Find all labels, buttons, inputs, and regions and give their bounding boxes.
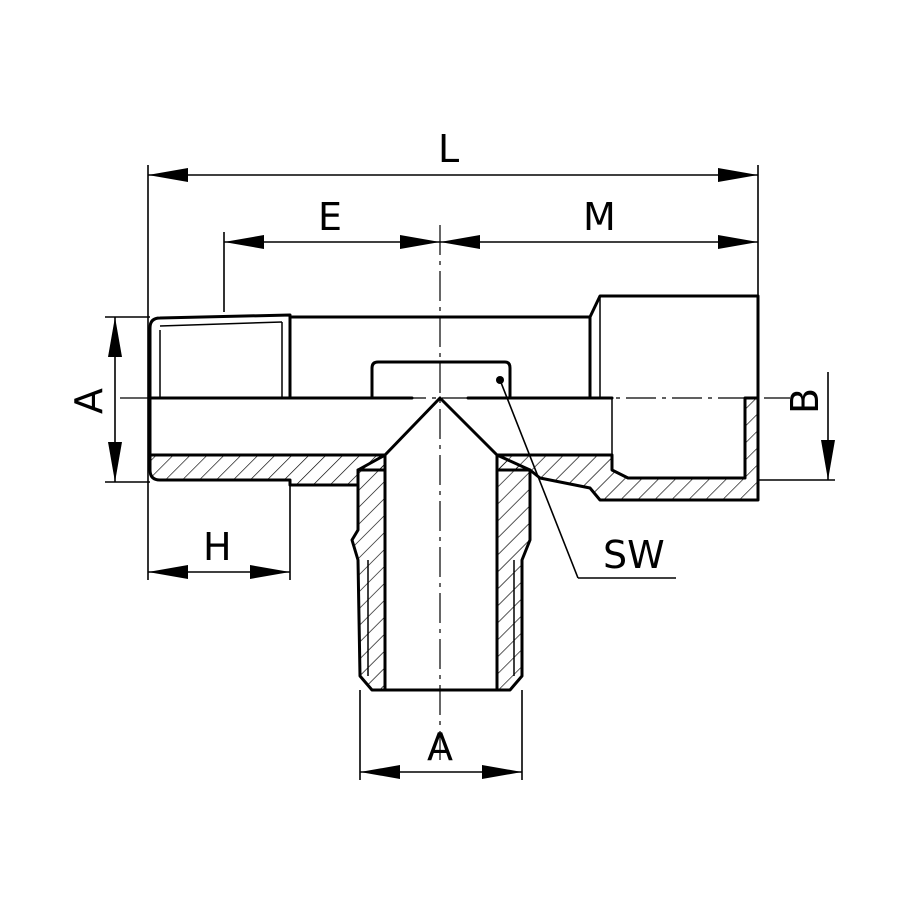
dimension-L: L [148,127,758,182]
extension-lines [105,165,835,780]
label-SW: SW [603,533,665,577]
label-M: M [583,195,616,239]
outlet-thread-lines [367,560,515,676]
dimension-M: M [440,195,758,249]
label-A-bottom: A [427,725,453,769]
dimension-A-bottom: A [360,725,522,779]
label-A-side: A [67,388,111,414]
label-L: L [438,127,459,171]
leader-SW: SW [496,376,676,579]
dimension-H: H [148,525,290,579]
sectioned-wall [148,396,760,692]
label-H: H [203,525,232,569]
dimension-B: B [783,372,835,480]
dimension-E: E [224,195,440,249]
fitting-body-outline [148,294,760,482]
dimension-A-side: A [67,317,122,482]
label-E: E [318,195,342,239]
label-B: B [783,388,827,414]
